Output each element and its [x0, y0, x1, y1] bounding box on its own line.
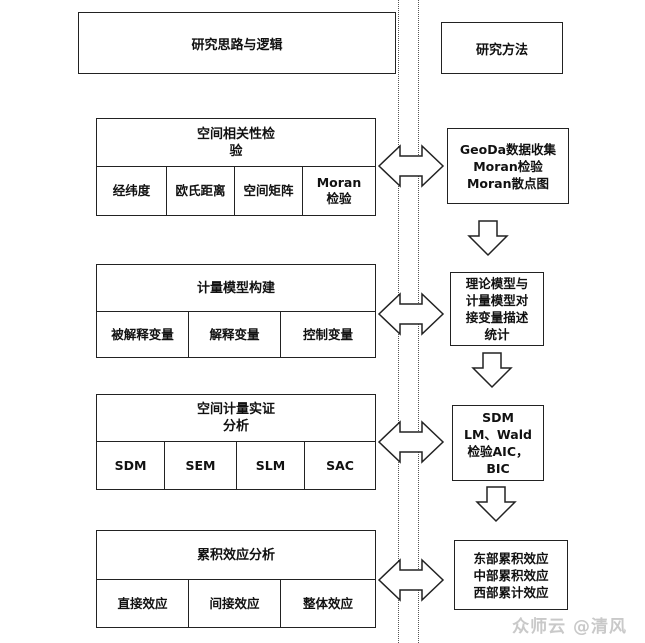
cell-sdm: SDM [97, 442, 165, 489]
header-logic-label: 研究思路与逻辑 [191, 37, 283, 53]
down-arrow-icon [475, 486, 517, 523]
cell-sem: SEM [165, 442, 237, 489]
cell-total-effect: 整体效应 [302, 595, 353, 611]
cell-sac: SAC [326, 457, 354, 473]
step-title-line: 验 [229, 143, 243, 159]
header-methods: 研究方法 [441, 22, 563, 74]
double-arrow-icon [377, 144, 445, 188]
method-geoda: GeoDa数据收集 Moran检验 Moran散点图 [447, 128, 569, 204]
cell-spatial-matrix: 空间矩阵 [235, 167, 303, 215]
step-title: 空间相关性检 验 [97, 119, 375, 166]
cell-lat-long: 经纬度 [97, 167, 167, 215]
down-arrow-icon [471, 352, 513, 389]
step-title: 累积效应分析 [97, 531, 375, 579]
cell-control-variable: 控制变量 [302, 326, 353, 342]
cell-euclidean-distance: 欧氏距离 [167, 167, 235, 215]
step-cumulative-effects: 累积效应分析 直接效应 间接效应 整体效应 [96, 530, 376, 628]
cell-direct-effect: 直接效应 [97, 580, 189, 627]
step-title-line: 分析 [222, 419, 249, 434]
double-arrow-icon [377, 420, 445, 464]
step-model-construction: 计量模型构建 被解释变量 解释变量 控制变量 [96, 264, 376, 358]
double-arrow-icon [377, 292, 445, 336]
step-empirical-analysis: 空间计量实证 分析 SDM SEM SLM SAC [96, 394, 376, 490]
cell-indirect-effect: 间接效应 [189, 580, 281, 627]
method-regional-effects: 东部累积效应 中部累积效应 西部累计效应 [454, 540, 568, 610]
method-theory-model: 理论模型与 计量模型对 接变量描述 统计 [450, 272, 544, 346]
step-title-line: 空间计量实证 [196, 402, 275, 417]
down-arrow-icon [467, 220, 509, 257]
cell-slm: SLM [237, 442, 305, 489]
step-title-line: 计量模型构建 [196, 280, 275, 296]
step-title-line: 空间相关性检 [196, 126, 275, 142]
step-title-line: 累积效应分析 [196, 547, 275, 563]
double-arrow-icon [377, 558, 445, 602]
step-title: 计量模型构建 [97, 265, 375, 311]
cell-dependent-variable: 被解释变量 [97, 312, 189, 357]
step-spatial-correlation: 空间相关性检 验 经纬度 欧氏距离 空间矩阵 Moran 检验 [96, 118, 376, 216]
step-title: 空间计量实证 分析 [97, 395, 375, 441]
cell-explanatory-variable: 解释变量 [189, 312, 281, 357]
header-logic: 研究思路与逻辑 [78, 12, 396, 74]
cell-moran-test: Moran 检验 [316, 175, 362, 206]
method-sdm-tests: SDM LM、Wald 检验AIC， BIC [452, 405, 544, 481]
header-methods-label: 研究方法 [475, 42, 528, 58]
watermark: 众师云 @清风 [512, 617, 627, 637]
